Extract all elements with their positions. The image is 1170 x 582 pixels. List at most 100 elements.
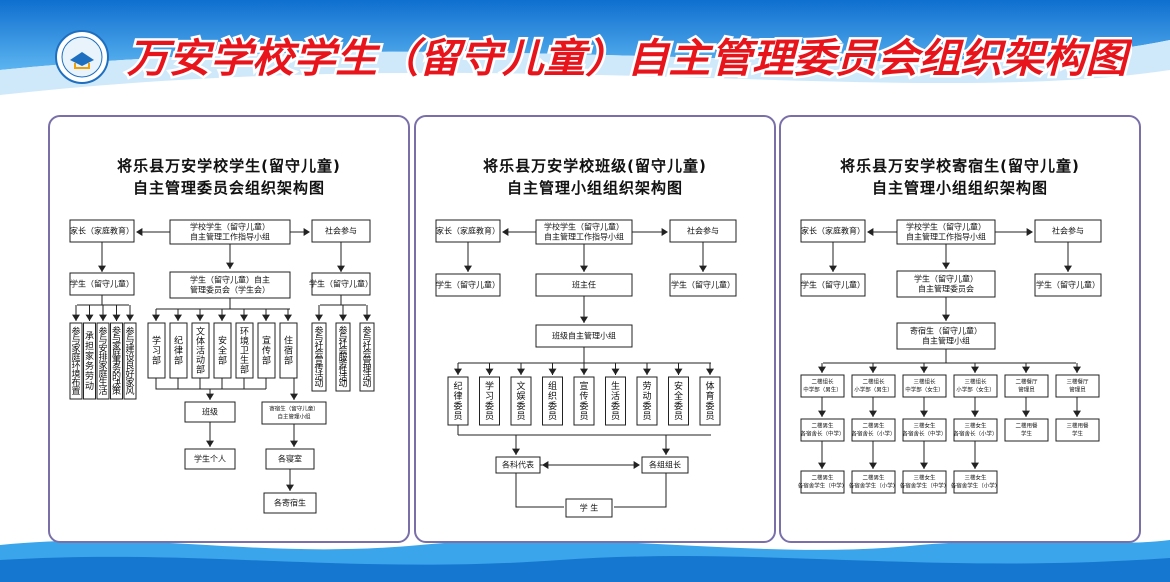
box-dept-item: 宣传部 — [257, 322, 276, 379]
box-member: 宣传委员 — [573, 376, 595, 426]
panel-student-committee: 将乐县万安学校学生(留守儿童) 自主管理委员会组织架构图 家长（家庭教育）学校学… — [48, 115, 410, 543]
arrow-head-icon — [485, 368, 494, 375]
arrow-head-icon — [580, 368, 588, 375]
arrow-head-icon — [818, 462, 826, 469]
arrow-head-icon — [661, 228, 668, 236]
box-member-text: 纪律委员 — [453, 380, 462, 422]
box-social-item-text: 参与社会宣传活动 — [314, 325, 323, 390]
connector-line — [515, 473, 564, 508]
box-guide-group-text: 自主管理工作指导小组 — [190, 232, 270, 242]
box-social: 社会参与 — [311, 219, 371, 243]
arrow-head-icon — [286, 484, 294, 491]
arrow-head-icon — [971, 462, 979, 469]
box-parents-text: 家长（家庭教育） — [801, 226, 865, 236]
arrow-head-icon — [502, 228, 509, 236]
arrow-head-icon — [136, 228, 143, 236]
box-subject-reps: 各科代表 — [495, 456, 541, 474]
box-social-item-text: 参与社会服务性活动 — [338, 324, 347, 389]
arrow-head-icon — [512, 448, 520, 455]
arrow-head-icon — [284, 314, 292, 321]
arrow-head-icon — [920, 462, 928, 469]
box-row3-item-text: 各宿舍学生（小学） — [951, 482, 1001, 490]
arrow-head-icon — [1026, 228, 1033, 236]
box-dorm-group-text: 自主管理小组 — [277, 413, 311, 421]
box-dorm-room: 各寝室 — [265, 448, 315, 470]
box-student-left: 学生（留守儿童） — [69, 272, 135, 296]
box-student-right: 学生（留守儿童） — [1034, 273, 1102, 297]
box-member: 纪律委员 — [447, 376, 469, 426]
box-row3-item-text: 三楼女生 — [913, 474, 936, 482]
arrow-head-icon — [580, 316, 588, 323]
box-class-group-text: 班级自主管理小组 — [552, 331, 616, 341]
box-guide-group-text: 学校学生（留守儿童） — [906, 222, 986, 232]
box-social-item-text: 参与社会管理活动 — [362, 325, 371, 390]
arrow-head-icon — [240, 314, 248, 321]
arrow-head-icon — [706, 368, 714, 375]
box-committee-text: 学生（留守儿童） — [914, 274, 978, 284]
box-parents: 家长（家庭教育） — [800, 219, 866, 243]
arrow-head-icon — [548, 368, 557, 375]
box-parents-text: 家长（家庭教育） — [70, 226, 134, 236]
panel-title-line1: 将乐县万安学校班级(留守儿童) — [483, 157, 707, 175]
box-family-item-text: 参与家庭环境布置 — [71, 325, 80, 397]
box-dept-item-text: 学习部 — [152, 335, 161, 367]
box-dept-item-text: 住宿部 — [284, 335, 293, 367]
box-social-item: 参与社会管理活动 — [359, 322, 375, 392]
box-student-left-text: 学生（留守儿童） — [70, 279, 134, 289]
box-member: 学习委员 — [479, 376, 500, 426]
box-dept-item-text: 安全部 — [218, 335, 227, 367]
arrow-head-icon — [303, 228, 310, 236]
box-student-right-text: 学生（留守儿童） — [671, 280, 735, 290]
box-member-text: 体育委员 — [705, 380, 714, 422]
box-member: 体育委员 — [699, 376, 721, 426]
box-class-group: 班级自主管理小组 — [535, 324, 633, 348]
arrow-head-icon — [226, 262, 234, 269]
arrow-head-icon — [971, 366, 979, 373]
box-dept-item-text: 环境卫生部 — [240, 327, 249, 376]
box-family-item: 参与建设良好家风 — [123, 322, 137, 400]
box-member-text: 学习委员 — [485, 380, 494, 422]
box-member-text: 组织委员 — [548, 380, 557, 422]
box-committee: 学生（留守儿童）自主管理委员会 — [896, 270, 996, 298]
box-row1-item-text: 二楼组长 — [811, 378, 834, 386]
org-chart-class-group: 家长（家庭教育）学校学生（留守儿童）自主管理工作指导小组社会参与学生（留守儿童）… — [435, 219, 737, 518]
box-row2-item-text: 二楼用餐 — [1015, 422, 1038, 430]
arrow-head-icon — [290, 440, 298, 447]
box-member-text: 宣传委员 — [579, 380, 588, 422]
arrow-head-icon — [1022, 410, 1030, 417]
arrow-head-icon — [517, 368, 525, 375]
panel-title-line2: 自主管理委员会组织架构图 — [132, 179, 325, 197]
box-class-text: 班级 — [202, 407, 218, 417]
box-dorm-students-text: 各寄宿生 — [274, 498, 306, 508]
box-row1-item-text: 管理员 — [1069, 386, 1086, 394]
box-class: 班级 — [184, 401, 236, 423]
arrow-head-icon — [920, 410, 928, 417]
box-committee: 学生（留守儿童）自主管理委员会（学生会） — [169, 271, 291, 299]
box-member: 组织委员 — [542, 376, 563, 426]
box-dorm-students: 各寄宿生 — [263, 492, 317, 514]
box-row1-item-text: 小学部（男生） — [854, 386, 893, 394]
arrow-head-icon — [126, 314, 134, 321]
box-dorm-room-text: 各寝室 — [278, 454, 302, 464]
panel-title-line1: 将乐县万安学校寄宿生(留守儿童) — [840, 157, 1080, 175]
box-group-leaders-text: 各组组长 — [649, 460, 681, 470]
box-parents: 家长（家庭教育） — [69, 219, 135, 243]
arrow-head-icon — [315, 314, 323, 321]
box-row2-item-text: 各宿舍长（中学） — [902, 430, 946, 438]
panel-title-line2: 自主管理小组组织架构图 — [506, 179, 683, 197]
box-row2-item-text: 二楼男生 — [811, 422, 834, 430]
arrow-head-icon — [867, 228, 874, 236]
box-social-item: 参与社会服务性活动 — [335, 322, 351, 392]
arrow-head-icon — [218, 314, 226, 321]
box-student-left-text: 学生（留守儿童） — [436, 280, 500, 290]
box-member-text: 生活委员 — [611, 380, 620, 422]
box-student-right: 学生（留守儿童） — [309, 272, 373, 296]
